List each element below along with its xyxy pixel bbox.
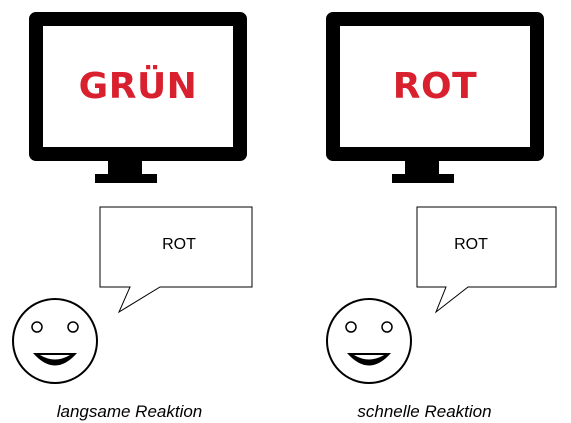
smiley-face-icon: [12, 298, 98, 384]
speech-scene: [326, 206, 557, 384]
panel-fast-reaction: ROT ROT schnelle Reaktion: [286, 0, 571, 423]
monitor-base: [392, 174, 454, 183]
screen-word: GRÜN: [78, 66, 198, 107]
monitor-base: [95, 174, 157, 183]
caption-fast: schnelle Reaktion: [357, 402, 492, 421]
monitor-icon: GRÜN: [29, 12, 247, 161]
monitor-icon: ROT: [326, 12, 544, 161]
smiley-face-icon: [326, 298, 412, 384]
monitor-neck: [108, 161, 142, 176]
speech-bubble-icon: [416, 206, 557, 314]
speech-text: ROT: [454, 236, 488, 253]
speech-text: ROT: [162, 236, 196, 253]
caption-slow: langsame Reaktion: [56, 402, 203, 421]
screen-word: ROT: [392, 66, 478, 107]
panel-slow-reaction: GRÜN ROT langsame Reaktion: [0, 0, 285, 423]
speech-scene: [12, 206, 253, 384]
monitor-neck: [405, 161, 439, 176]
speech-bubble-icon: [99, 206, 253, 314]
